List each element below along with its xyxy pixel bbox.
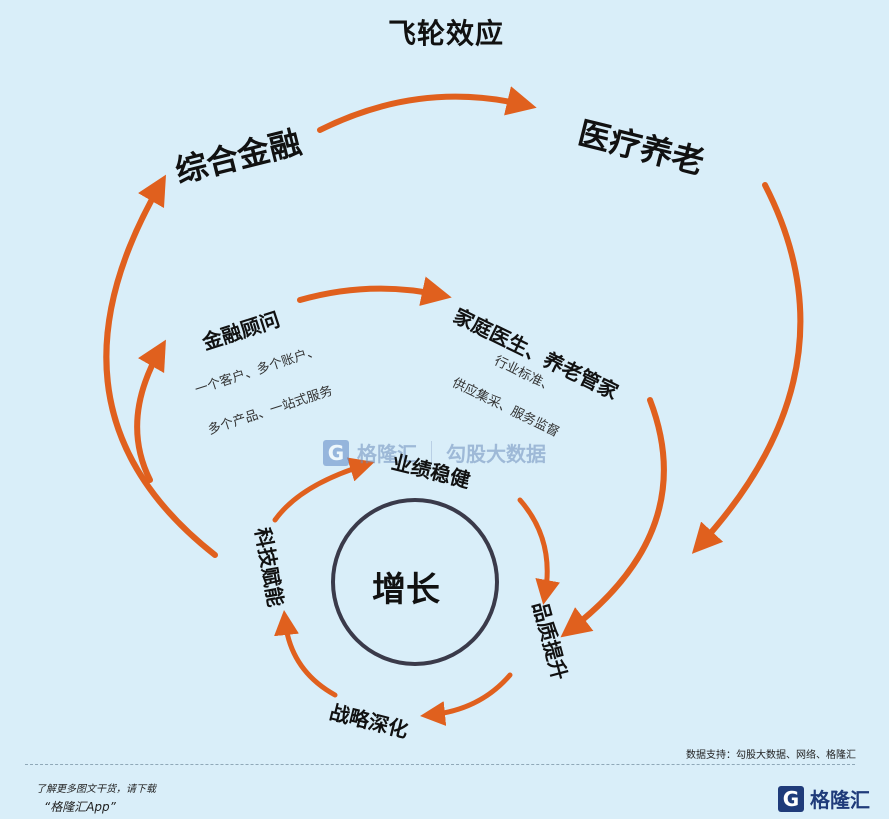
- watermark: G 格隆汇 勾股大数据: [323, 438, 546, 467]
- footer-brand: G 格隆汇: [778, 784, 870, 813]
- arrow-strategy-to-tech: [274, 610, 338, 698]
- arrow-advisor-to-doctor: [297, 276, 452, 306]
- footer-note: 了解更多图文干货，请下载: [36, 784, 156, 795]
- watermark-divider: [431, 440, 432, 465]
- watermark-brand: 格隆汇: [357, 442, 417, 466]
- arrow-quality-to-strategy: [420, 672, 513, 726]
- watermark-partner: 勾股大数据: [446, 442, 546, 466]
- brand-logo-icon: G: [778, 785, 804, 812]
- brand-name: 格隆汇: [810, 788, 870, 812]
- arrow-left-up: [103, 174, 218, 558]
- arrow-tech-to-performance: [272, 457, 375, 523]
- watermark-logo-icon: G: [323, 439, 349, 466]
- data-source: 数据支持：勾股大数据、网络、格隆汇: [686, 750, 856, 761]
- footer-divider: [25, 764, 855, 765]
- arrow-performance-to-quality: [517, 497, 560, 605]
- footer-app: “格隆汇App”: [44, 800, 116, 814]
- label-growth: 增长: [372, 570, 440, 610]
- arrow-health-down: [691, 182, 804, 554]
- arrow-left-to-advisor: [134, 339, 166, 483]
- arrow-doctor-down: [560, 397, 667, 638]
- growth-circle: [331, 498, 499, 666]
- page-title: 飞轮效应: [388, 17, 505, 50]
- arrow-finance-to-health: [317, 86, 537, 133]
